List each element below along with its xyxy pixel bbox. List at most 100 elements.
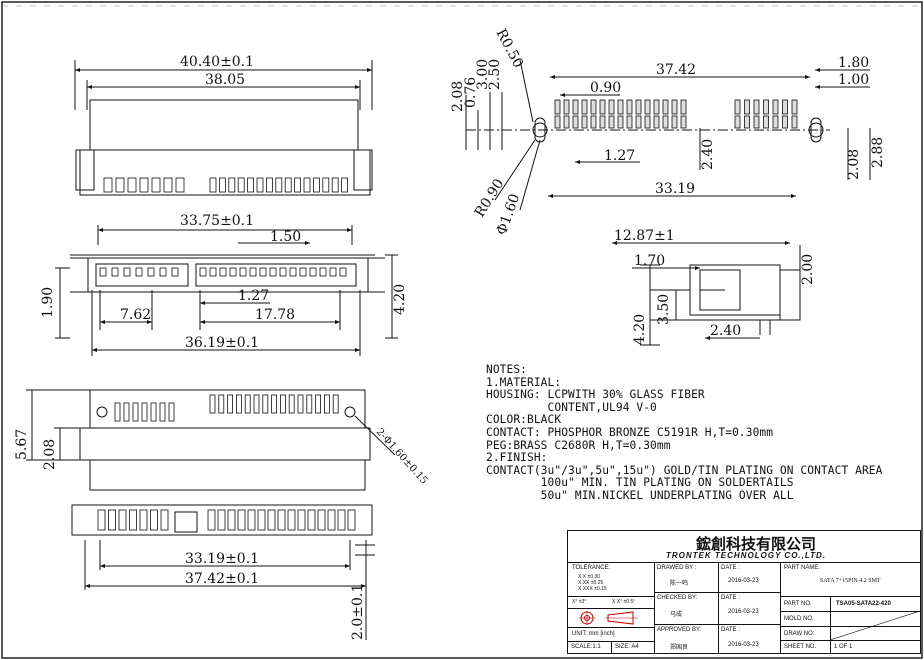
bottom-pin <box>315 394 322 414</box>
bottom-view <box>26 389 396 491</box>
top-pin <box>312 177 320 193</box>
pcb-pad <box>680 115 687 129</box>
top-pin <box>256 177 264 193</box>
front-pin <box>299 267 307 277</box>
front-pin <box>319 267 327 277</box>
bottom-pin <box>123 402 130 422</box>
pcb-pad <box>554 115 561 129</box>
pcb-pad <box>617 99 624 115</box>
front-pin <box>269 267 277 277</box>
pcb-pad <box>635 99 642 115</box>
bottom-pin <box>114 402 121 422</box>
top-pin <box>303 177 311 193</box>
part-no-value: TSA05-SATA22-420 <box>836 601 891 607</box>
front-view-pins <box>99 267 347 277</box>
pad-pin <box>129 509 137 531</box>
date-label-checked: DATE : <box>721 595 740 601</box>
pcb-pad <box>653 115 660 129</box>
bottom-view-pins <box>114 394 339 422</box>
dim-pad-outer: 37.42±0.1 <box>185 571 259 587</box>
pcb-pad <box>563 115 570 129</box>
dim-pcb-300: 3.00 <box>475 59 491 90</box>
pad-pin <box>307 509 316 531</box>
dim-bottom-lower: 2.08 <box>42 439 58 470</box>
pcb-pad <box>791 99 798 115</box>
front-pin <box>111 267 119 277</box>
dim-pad-vertical: 2.0±0.1 <box>350 584 366 640</box>
front-pin <box>259 267 267 277</box>
dim-front-pitch-small: 1.27 <box>238 288 269 304</box>
pcb-pad <box>644 115 651 129</box>
pcb-pad <box>753 115 760 129</box>
top-pin <box>151 177 161 193</box>
dim-pcb-100: 1.00 <box>838 72 869 88</box>
dim-bottom-height: 5.67 <box>14 429 30 460</box>
bottom-pin <box>168 402 175 422</box>
draw-no-label: DRAW NO: <box>784 631 815 637</box>
notes-line: 100u" MIN. TIN PLATING ON SOLDERTAILS <box>486 476 794 490</box>
pcb-pad <box>599 99 606 115</box>
front-pin <box>147 267 155 277</box>
front-pin <box>239 267 247 277</box>
bottom-pin <box>227 394 234 414</box>
pad-pin <box>267 509 276 531</box>
top-pin <box>127 177 137 193</box>
pcb-pads <box>554 99 798 129</box>
tolerance-label: TOLERANCE: <box>572 565 611 571</box>
pcb-pad <box>554 99 561 115</box>
notes-line: CONTACT(3u"/3u",5u",15u") GOLD/TIN PLATI… <box>486 463 883 477</box>
bottom-pin <box>209 394 216 414</box>
pad-pin <box>150 509 158 531</box>
top-pin <box>175 177 185 193</box>
front-pin <box>339 267 347 277</box>
dim-pcb-288: 2.88 <box>870 137 886 168</box>
pcb-pad <box>744 99 750 115</box>
top-view-pins <box>103 177 349 193</box>
approved-by-label: APPROVED BY: <box>657 627 702 633</box>
bottom-pin <box>323 394 330 414</box>
top-pin <box>218 177 226 193</box>
dim-side-200: 2.00 <box>800 254 816 285</box>
pcb-pad <box>782 115 788 129</box>
pcb-pad <box>763 99 769 115</box>
pad-pin <box>287 509 296 531</box>
front-pin <box>229 267 237 277</box>
dim-pcb-pitch2: 1.27 <box>604 148 635 164</box>
dim-pcb-076: 0.76 <box>463 77 479 108</box>
sheet-no-label: SHEET NO. <box>784 644 817 650</box>
pad-pin <box>247 509 256 531</box>
pcb-pad <box>608 99 615 115</box>
date-drawn: 2016-03-23 <box>728 578 759 584</box>
notes-line: 50u" MIN.NICKEL UNDERPLATING OVER ALL <box>486 488 794 502</box>
front-pin <box>289 267 297 277</box>
dim-pcb-pitch: 0.90 <box>590 80 621 96</box>
pcb-pad <box>680 99 687 115</box>
front-pin <box>309 267 317 277</box>
top-pin <box>209 177 217 193</box>
checked-by-label: CHECKED BY: <box>657 595 698 601</box>
unit-label: UNIT: mm [inch] <box>572 631 615 637</box>
date-checked: 2016-03-23 <box>728 609 759 615</box>
pcb-pad <box>791 115 798 129</box>
date-label-drawn: DATE : <box>721 565 740 571</box>
part-no-label: PART NO. <box>784 601 812 607</box>
top-pin <box>322 177 330 193</box>
dim-pcb-overall: 37.42 <box>656 62 696 78</box>
pcb-pad <box>662 115 669 129</box>
company-name-en: TRONTEK TECHNOLOGY CO.,LTD. <box>666 551 827 560</box>
dim-front-pitch-large: 1.50 <box>270 229 301 245</box>
dim-pcb-208-right: 2.08 <box>846 149 862 180</box>
dim-pcb-span: 33.19 <box>655 181 695 197</box>
bottom-pin <box>271 394 278 414</box>
pcb-pad <box>744 115 750 129</box>
tolerance-xxx: X.XXX ±0.15 <box>578 586 607 592</box>
top-pin <box>265 177 273 193</box>
dim-pad-inner: 33.19±0.1 <box>185 551 259 567</box>
front-pin <box>159 267 167 277</box>
dim-front-left: 7.62 <box>120 307 151 323</box>
pcb-pad <box>772 115 779 129</box>
pad-pin <box>139 509 148 531</box>
bottom-pin <box>150 402 157 422</box>
top-pin <box>163 177 173 193</box>
